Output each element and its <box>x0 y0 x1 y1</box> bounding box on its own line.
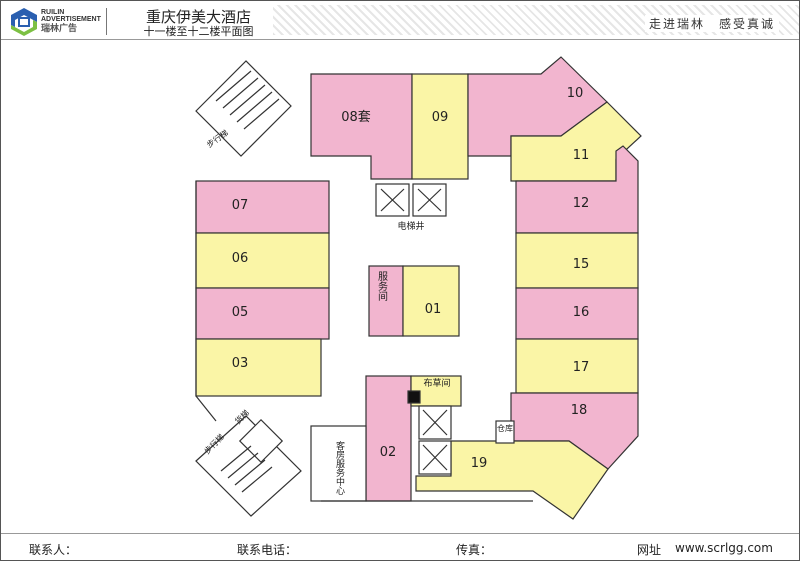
room-06 <box>195 232 330 289</box>
website-link[interactable]: www.scrlgg.com <box>675 541 773 555</box>
service-room <box>368 265 404 337</box>
room-05-label: 05 <box>232 305 249 320</box>
contact-label: 联系人： <box>29 543 78 557</box>
storage-room <box>495 420 515 444</box>
room-11-label: 11 <box>573 148 590 163</box>
page-title: 重庆伊美大酒店 <box>145 8 251 26</box>
brand-name: RUILIN ADVERTISEMENT 瑞林广告 <box>41 9 101 33</box>
room-17-label: 17 <box>573 360 590 375</box>
brand-cn: 瑞林广告 <box>41 23 78 33</box>
room-03-label: 03 <box>232 356 249 371</box>
stairs-bottom <box>195 415 302 517</box>
website-label: 网址 <box>637 543 662 557</box>
service-room-label: 服务间 <box>376 271 388 302</box>
room-01 <box>402 265 460 337</box>
room-09 <box>411 73 469 180</box>
ruilin-logo-icon <box>11 8 37 36</box>
room-08-label: 08套 <box>341 109 371 125</box>
room-09-label: 09 <box>432 110 449 125</box>
header: RUILIN ADVERTISEMENT 瑞林广告 重庆伊美大酒店 十一楼至十二… <box>1 1 799 40</box>
room-18-label: 18 <box>571 403 588 418</box>
room-02-label: 02 <box>380 445 397 460</box>
room-07 <box>195 180 330 234</box>
room-19-label: 19 <box>471 456 488 471</box>
stairs-top <box>195 60 292 157</box>
room-15-label: 15 <box>573 257 590 272</box>
room-02 <box>365 375 412 502</box>
page-subtitle: 十一楼至十二楼平面图 <box>143 25 254 38</box>
elevators-top <box>375 183 447 217</box>
slogan: 走进瑞林 感受真诚 <box>644 15 779 32</box>
room-07-label: 07 <box>232 198 249 213</box>
elevators-bottom <box>418 405 452 475</box>
room-service-center-label: 客房服务中心 <box>334 440 345 495</box>
room-05 <box>195 287 330 340</box>
divider <box>106 8 107 35</box>
footer: 联系人： 联系电话： 传真： 网址 www.scrlgg.com <box>1 533 799 560</box>
black-shaft <box>407 390 421 404</box>
floor-plan: 08套 09 10 11 12 15 16 17 18 19 07 06 05 … <box>195 56 642 520</box>
room-10-label: 10 <box>567 86 584 101</box>
room-17 <box>515 338 639 394</box>
fax-label: 传真： <box>456 543 493 557</box>
phone-label: 联系电话： <box>237 543 298 557</box>
room-01-label: 01 <box>425 302 442 317</box>
room-06-label: 06 <box>232 251 249 266</box>
room-08 <box>310 73 413 180</box>
room-service-center <box>310 425 367 502</box>
room-03 <box>195 338 322 397</box>
room-16 <box>515 287 639 340</box>
room-16-label: 16 <box>573 305 590 320</box>
storage-label: 仓库 <box>497 423 513 433</box>
elevator-shaft-label: 电梯井 <box>397 220 424 232</box>
room-15 <box>515 232 639 289</box>
room-19 <box>415 440 609 520</box>
brand-en-1: RUILIN <box>41 9 65 16</box>
room-12-label: 12 <box>573 196 590 211</box>
outer-wall <box>195 181 217 422</box>
brand-en-2: ADVERTISEMENT <box>41 16 101 23</box>
linen-room-label: 布草间 <box>423 377 450 389</box>
